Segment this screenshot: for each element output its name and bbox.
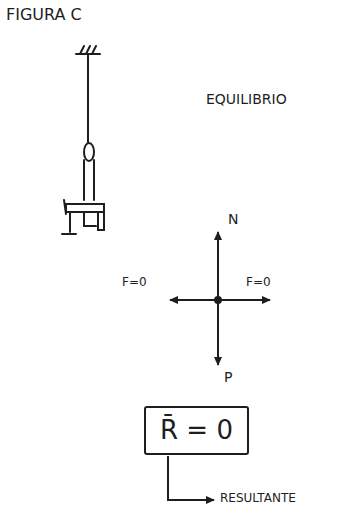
force-label: F=0 [122,276,147,289]
force-diagram [170,232,270,365]
result-box: R̄ = 0 [144,406,249,455]
equation: R̄ = 0 [160,416,233,445]
figure-title: FIGURA C [6,6,82,24]
leader-line [168,456,214,500]
annotation: RESULTANTE [220,492,296,505]
hanging-chair [62,46,104,234]
state-label: EQUILIBRIO [206,92,287,107]
force-label: N [228,212,238,227]
force-label: F=0 [246,276,271,289]
force-label: P [224,370,232,385]
